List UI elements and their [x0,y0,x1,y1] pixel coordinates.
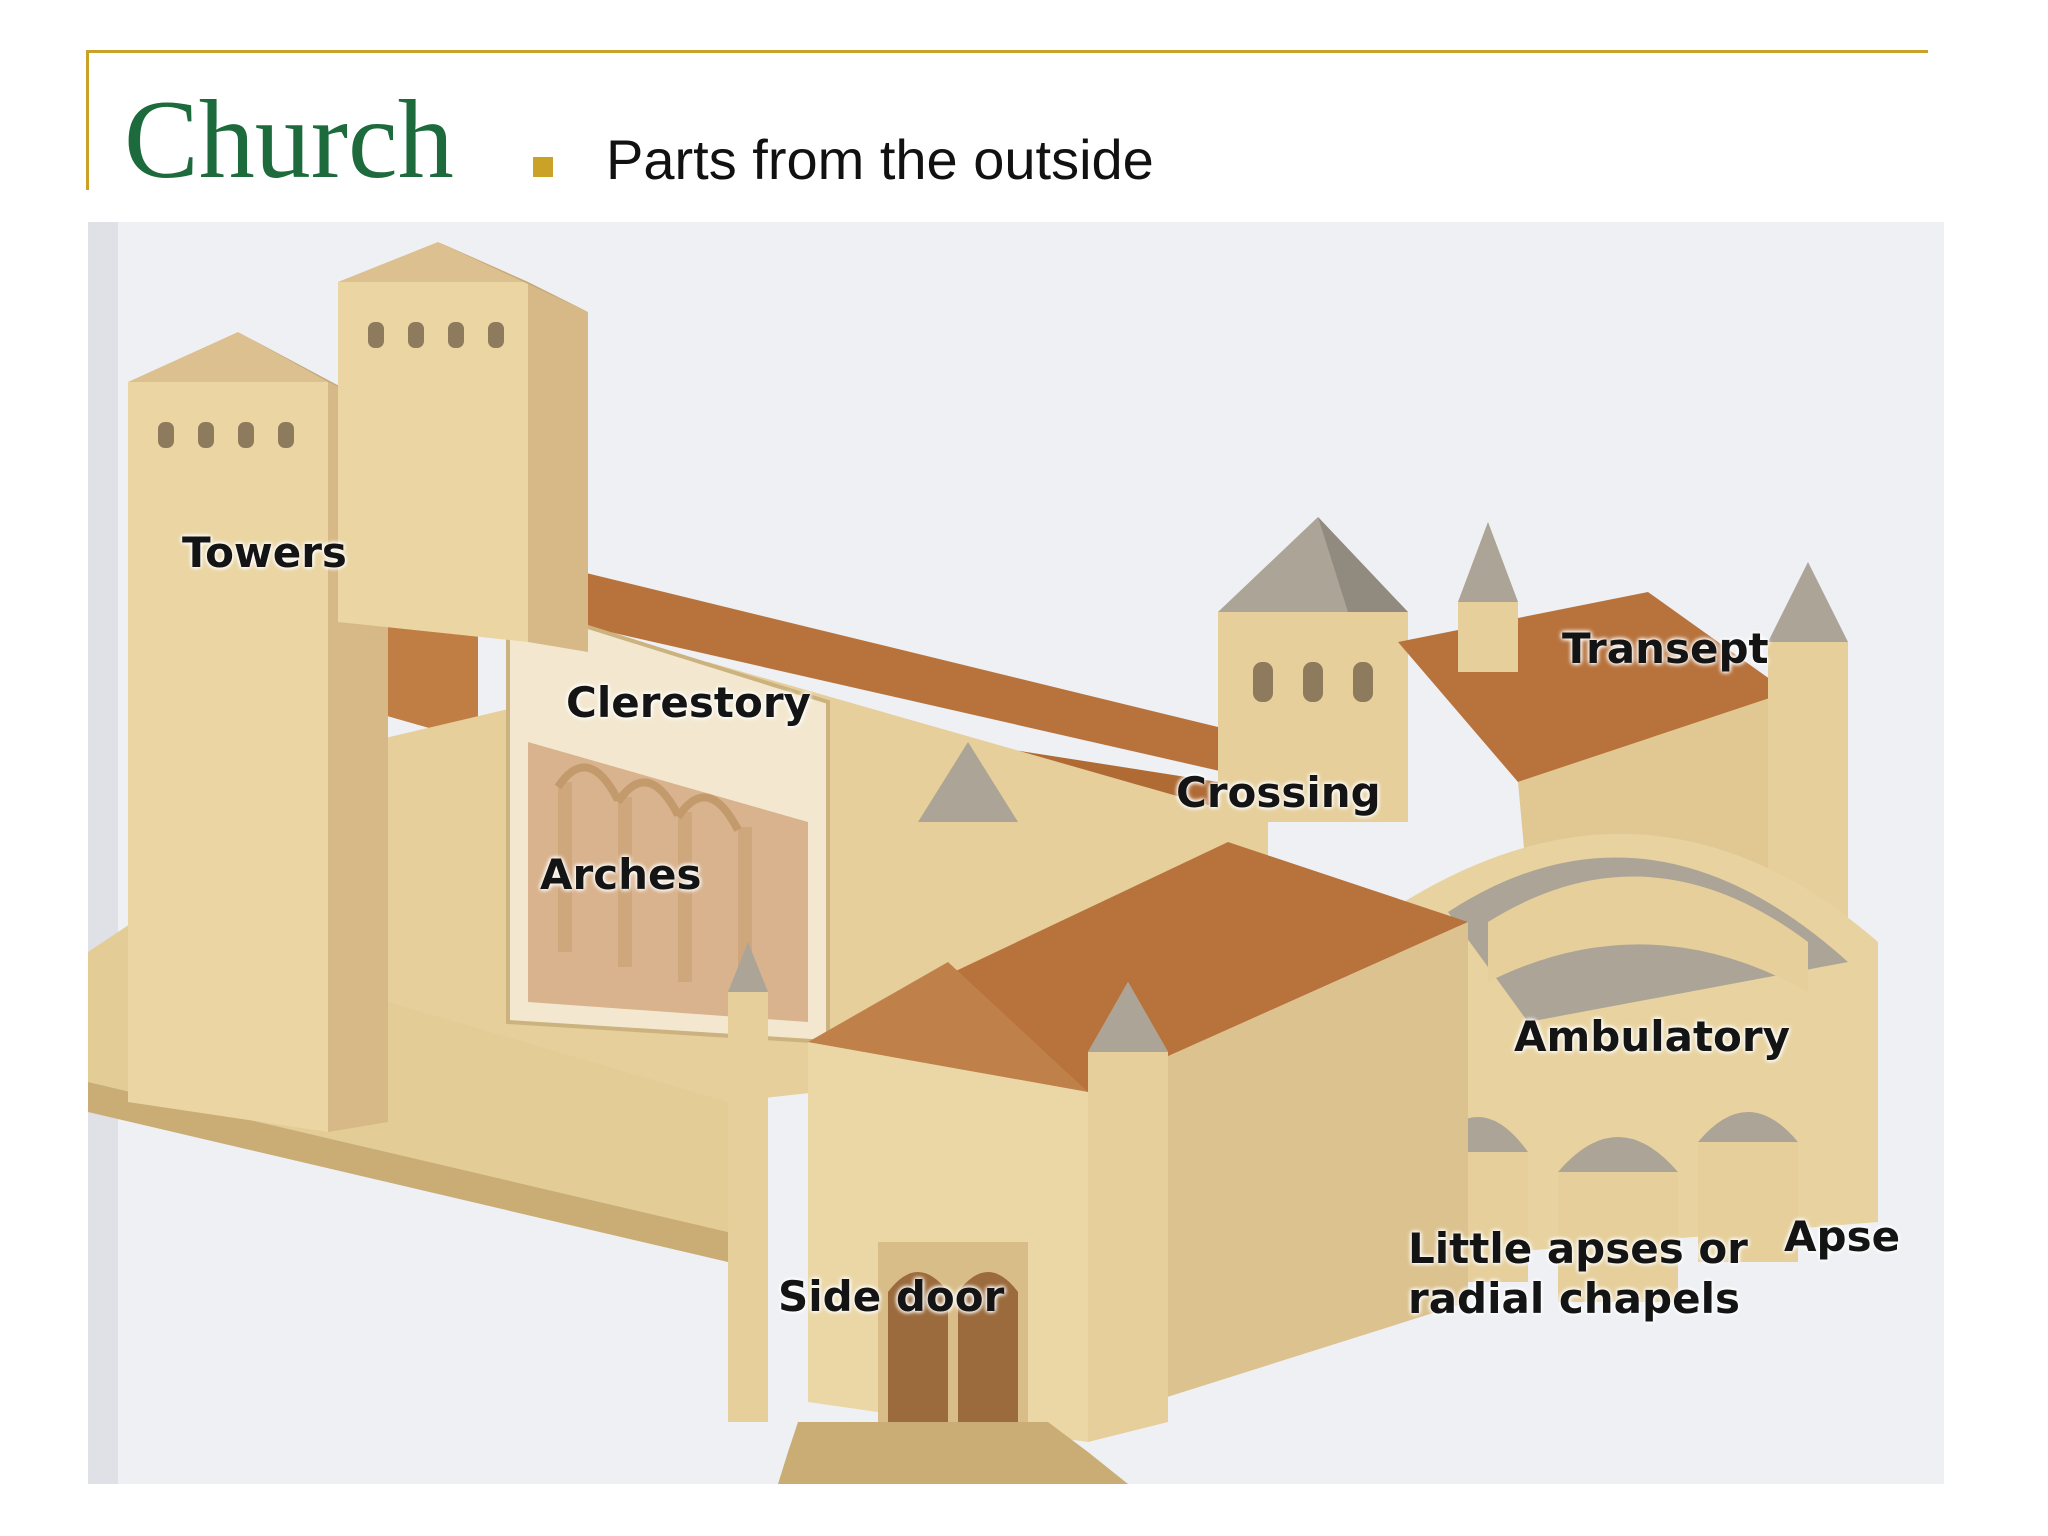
west-platform-edge [88,1082,728,1262]
tower-windows [158,322,504,448]
label-apse: Apse [1784,1212,1901,1261]
apse-upper-drum [1488,876,1808,992]
south-transept-side-wall [1088,922,1468,1422]
nave-octagonal-turret-roof [918,742,1018,822]
crossing-windows [1253,662,1373,702]
label-ambulatory: Ambulatory [1514,1012,1790,1061]
bullet-square-icon [533,157,553,177]
label-clerestory: Clerestory [566,678,811,727]
arches-row [554,763,742,832]
nave-roof-ridge [418,532,1268,782]
tower-right-roof-side [438,242,588,312]
tower-left-front [128,382,328,1132]
tower-right-front [338,282,528,642]
slide-frame-left-rule [86,50,89,190]
side-door-portal [878,1242,1028,1422]
bullet-text: Parts from the outside [606,128,1154,191]
side-door-left-turret-roof [728,942,768,992]
label-side-door: Side door [778,1272,1005,1321]
label-arches: Arches [540,850,702,899]
label-crossing: Crossing [1176,768,1381,817]
side-door-left-turret [728,952,768,1422]
transept-turret [1768,592,1848,942]
side-door-right-turret-roof [1088,982,1168,1052]
rear-turret-roof [1458,522,1518,602]
slide-frame-top-rule [86,50,1928,53]
south-transept-gable [808,962,1088,1092]
side-door-steps [778,1422,1128,1484]
tower-left-roof [128,332,328,382]
transept-turret-roof [1768,562,1848,642]
page-edge-shadow [88,222,118,1484]
label-towers: Towers [182,528,347,577]
side-door-right-turret [1088,982,1168,1442]
church-illustration: Towers Clerestory Arches Crossing Transe… [88,222,1944,1484]
label-radial-chapels: Little apses or radial chapels [1408,1224,1748,1323]
slide-title: Church [124,78,454,202]
crossing-tower-cone-shade [1318,517,1408,612]
church-drawing [88,222,1878,1484]
tower-right-side [528,282,588,652]
tower-right-roof [338,242,528,282]
label-transept: Transept [1562,624,1769,673]
